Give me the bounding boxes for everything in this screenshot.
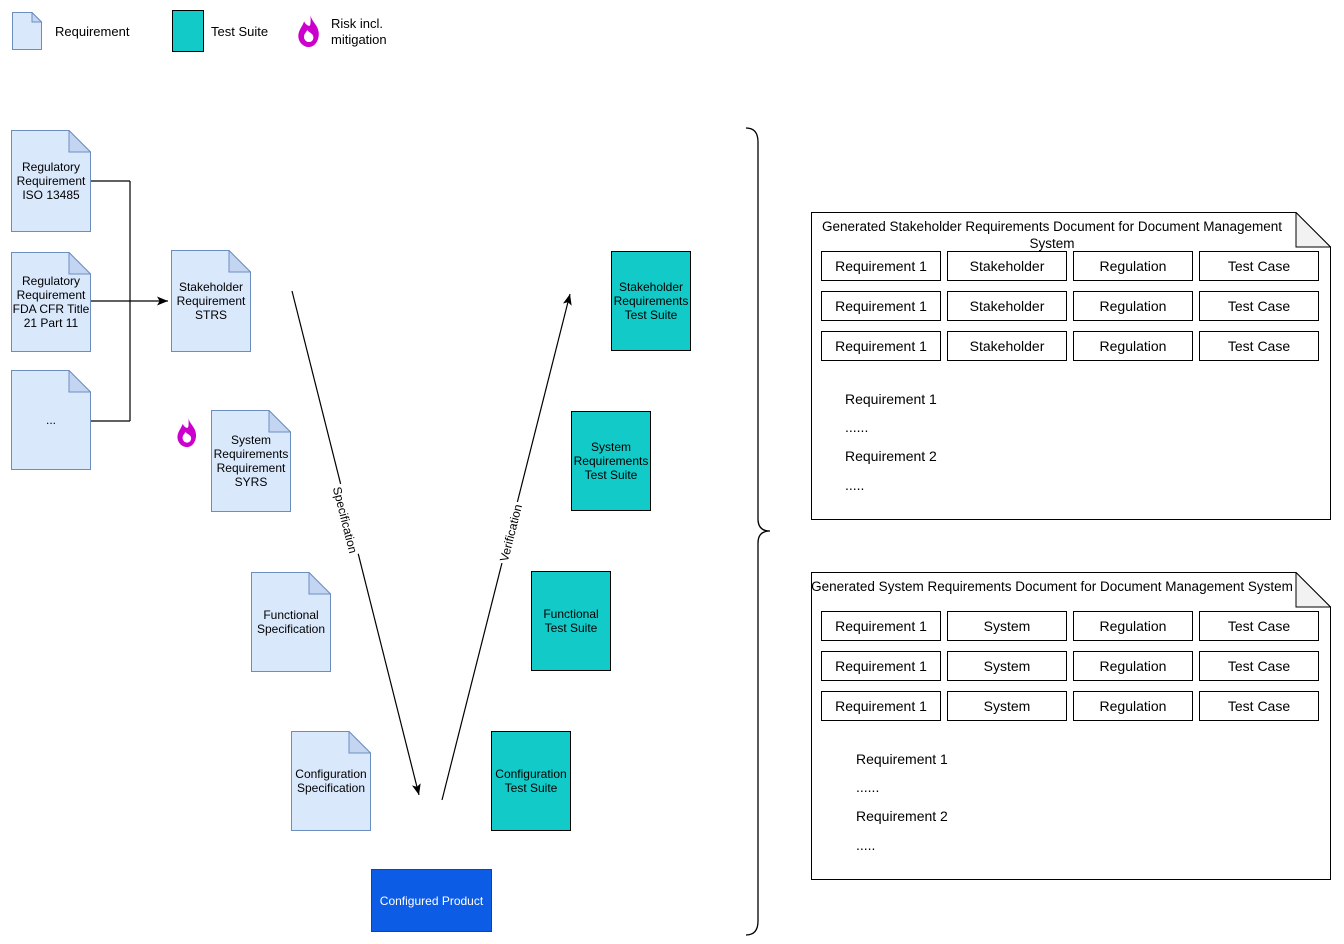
doc-configuration-specification: Configuration Specification bbox=[291, 731, 371, 831]
panel1-cell-r1c2: Stakeholder bbox=[947, 251, 1067, 281]
suite-configuration-label: Configuration Test Suite bbox=[495, 767, 567, 795]
panel2-cell-r3c4: Test Case bbox=[1199, 691, 1319, 721]
panel2-cell-r1c4: Test Case bbox=[1199, 611, 1319, 641]
suite-system-requirements: System Requirements Test Suite bbox=[571, 411, 651, 511]
doc-regulatory-iso13485-label: Regulatory Requirement ISO 13485 bbox=[16, 160, 86, 202]
legend-test-suite-icon bbox=[172, 10, 204, 52]
panel2-cell-r2c2: System bbox=[947, 651, 1067, 681]
doc-config-spec-label: Configuration Specification bbox=[295, 767, 367, 795]
legend-risk-label: Risk incl. mitigation bbox=[331, 16, 387, 48]
panel2-body-line4: ..... bbox=[856, 837, 876, 853]
panel1-cell-r3c1: Requirement 1 bbox=[821, 331, 941, 361]
risk-flame-icon bbox=[177, 418, 197, 448]
configured-product-label: Configured Product bbox=[379, 893, 484, 908]
panel2-cell-r3c1: Requirement 1 bbox=[821, 691, 941, 721]
panel2-body-line1: Requirement 1 bbox=[856, 751, 948, 767]
panel2-body-line3: Requirement 2 bbox=[856, 808, 948, 824]
folded-corner-outline bbox=[291, 731, 371, 831]
configured-product-box: Configured Product bbox=[371, 869, 492, 932]
panel2-cell-r1c1: Requirement 1 bbox=[821, 611, 941, 641]
suite-stakeholder-label: Stakeholder Requirements Test Suite bbox=[613, 280, 689, 322]
panel2-cell-r3c2: System bbox=[947, 691, 1067, 721]
panel1-cell-r3c4: Test Case bbox=[1199, 331, 1319, 361]
panel1-body-line1: Requirement 1 bbox=[845, 391, 937, 407]
panel2-cell-r2c3: Regulation bbox=[1073, 651, 1193, 681]
folded-corner-outline bbox=[12, 12, 42, 50]
panel2-body-line2: ...... bbox=[856, 779, 880, 795]
folded-corner-outline bbox=[811, 212, 1331, 520]
folded-corner-outline bbox=[11, 370, 91, 470]
panel2-cell-r3c3: Regulation bbox=[1073, 691, 1193, 721]
legend-risk-line2: mitigation bbox=[331, 32, 387, 47]
panel2-cell-r2c4: Test Case bbox=[1199, 651, 1319, 681]
panel1-cell-r1c4: Test Case bbox=[1199, 251, 1319, 281]
folded-corner-outline bbox=[811, 572, 1331, 880]
folded-corner-outline bbox=[251, 572, 331, 672]
panel2-cell-r1c2: System bbox=[947, 611, 1067, 641]
legend-requirement-icon bbox=[12, 12, 42, 50]
doc-regulatory-fda-cfr: Regulatory Requirement FDA CFR Title 21 … bbox=[11, 252, 91, 352]
panel1-body-line3: Requirement 2 bbox=[845, 448, 937, 464]
folded-corner-outline bbox=[11, 252, 91, 352]
panel1-title: Generated Stakeholder Requirements Docum… bbox=[822, 219, 1282, 251]
doc-regulatory-ellipsis-label: ... bbox=[45, 413, 56, 427]
panel1-cell-r1c1: Requirement 1 bbox=[821, 251, 941, 281]
doc-functional-specification: Functional Specification bbox=[251, 572, 331, 672]
legend-risk-line1: Risk incl. bbox=[331, 16, 384, 31]
doc-strs-label: Stakeholder Requirement STRS bbox=[176, 280, 246, 322]
panel1-body-line4: ..... bbox=[845, 477, 865, 493]
doc-regulatory-fda-cfr-label: Regulatory Requirement FDA CFR Title 21 … bbox=[12, 274, 90, 330]
panel1-cell-r2c1: Requirement 1 bbox=[821, 291, 941, 321]
panel1-cell-r2c2: Stakeholder bbox=[947, 291, 1067, 321]
doc-regulatory-iso13485: Regulatory Requirement ISO 13485 bbox=[11, 130, 91, 232]
panel1-cell-r3c3: Regulation bbox=[1073, 331, 1193, 361]
doc-regulatory-ellipsis: ... bbox=[11, 370, 91, 470]
panel1-cell-r2c4: Test Case bbox=[1199, 291, 1319, 321]
legend-flame-icon bbox=[298, 15, 319, 47]
folded-corner-outline bbox=[171, 250, 251, 352]
suite-functional-label: Functional Test Suite bbox=[543, 607, 599, 635]
folded-corner-outline bbox=[11, 130, 91, 232]
folded-corner-outline bbox=[211, 410, 291, 512]
suite-functional: Functional Test Suite bbox=[531, 571, 611, 671]
panel1-cell-r3c2: Stakeholder bbox=[947, 331, 1067, 361]
doc-system-requirements-syrs: System Requirements Requirement SYRS bbox=[211, 410, 291, 512]
pan2-cell-r1c3: Regulation bbox=[1073, 611, 1193, 641]
panel1-cell-r2c3: Regulation bbox=[1073, 291, 1193, 321]
legend-requirement-label: Requirement bbox=[55, 24, 130, 39]
panel-stakeholder-requirements-doc: Generated Stakeholder Requirements Docum… bbox=[811, 212, 1331, 520]
panel2-title: Generated System Requirements Document f… bbox=[811, 579, 1293, 594]
panel1-body-line2: ...... bbox=[845, 419, 869, 435]
curly-brace bbox=[745, 127, 771, 936]
suite-configuration: Configuration Test Suite bbox=[491, 731, 571, 831]
suite-stakeholder-requirements: Stakeholder Requirements Test Suite bbox=[611, 251, 691, 351]
doc-syrs-label: System Requirements Requirement SYRS bbox=[213, 433, 289, 489]
suite-system-label: System Requirements Test Suite bbox=[573, 440, 649, 482]
panel1-cell-r1c3: Regulation bbox=[1073, 251, 1193, 281]
doc-functional-spec-label: Functional Specification bbox=[256, 608, 326, 636]
legend-test-suite-label: Test Suite bbox=[211, 24, 269, 39]
doc-stakeholder-requirement-strs: Stakeholder Requirement STRS bbox=[171, 250, 251, 352]
panel-system-requirements-doc: Generated System Requirements Document f… bbox=[811, 572, 1331, 880]
panel2-cell-r2c1: Requirement 1 bbox=[821, 651, 941, 681]
